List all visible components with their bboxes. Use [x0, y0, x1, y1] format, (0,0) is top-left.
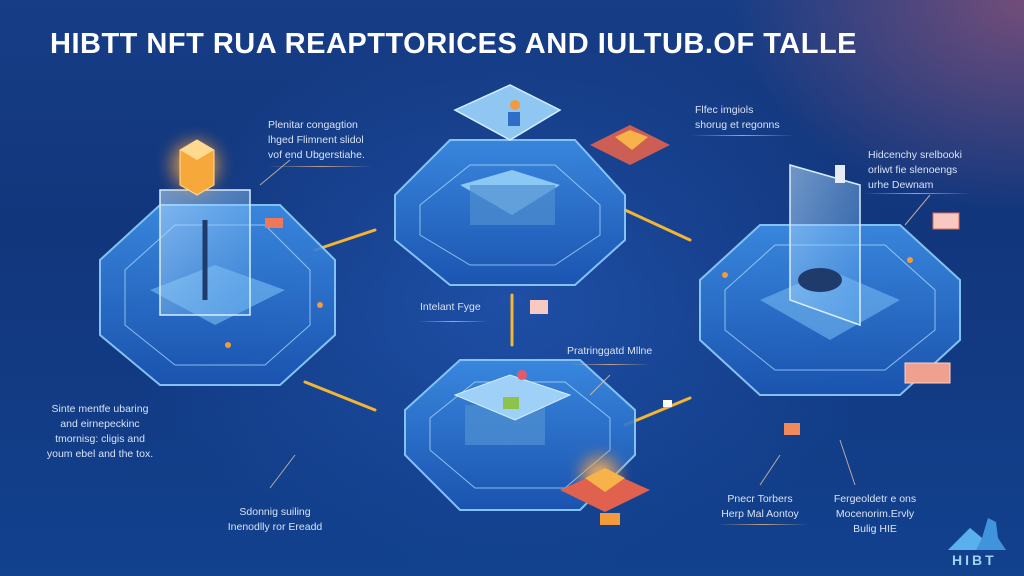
small-box-right: [932, 212, 960, 230]
node-top: [394, 84, 670, 286]
bottom-mid-label: Sdonnig suiling Inenodlly ror Ereadd: [227, 506, 323, 533]
node-right-label: Hidcenchy srelbooki orliwt fie slenoengs…: [868, 149, 962, 191]
bottom-right-label-1: Pnecr Torbers Herp Mal Aontoy: [721, 493, 799, 520]
tray-right: [904, 362, 951, 384]
node-bottom-label: Pratringgatd Mllne: [567, 345, 653, 357]
logo-text: HIBT: [952, 552, 997, 568]
floating-tablet: [453, 84, 562, 141]
label-underline: [570, 364, 650, 365]
connector-left-top: [313, 228, 377, 252]
brand-logo: HIBT: [940, 508, 1010, 568]
mountain-logo-icon: [948, 518, 1006, 550]
bottom-left-label: Sinte mentfe ubaring and eirnepeckinc tm…: [46, 403, 154, 460]
node-bottom: [404, 300, 800, 525]
node-left-label: Plenitar congagtion lhged Flimnent slido…: [268, 119, 365, 161]
node-top-label: Flfec imgiols shorug et regonns: [695, 104, 780, 131]
node-right: [699, 164, 961, 396]
bottom-right-label-2: Fergeoldetr e ons Mocenorim.Ervly Bulig …: [833, 493, 917, 535]
page-title: HIBTT NFT RUA REAPTTORICES AND IULTUB.OF…: [50, 28, 858, 60]
label-underline: [718, 524, 808, 525]
label-underline: [418, 321, 488, 322]
connector-top-right: [623, 208, 692, 242]
connector-left-bottom: [303, 380, 377, 412]
label-underline: [690, 135, 795, 136]
label-underline: [862, 193, 972, 194]
center-label: Intelant Fyge: [420, 301, 481, 313]
green-box: [503, 397, 519, 409]
glass-panel: [789, 164, 861, 327]
label-underline: [268, 166, 373, 167]
node-left: [99, 133, 336, 386]
